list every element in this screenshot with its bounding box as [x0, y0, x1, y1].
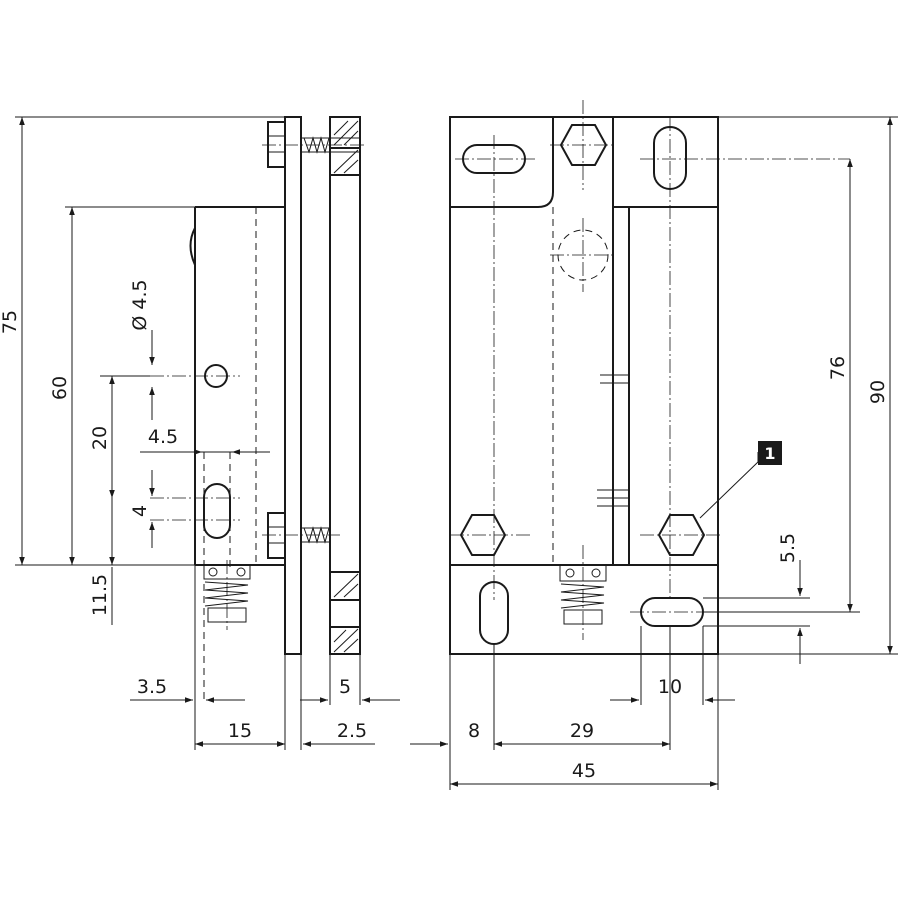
front-view — [449, 100, 850, 655]
dim-slot-length-4: 4 — [129, 505, 151, 517]
dim-front-overall-height-90: 90 — [867, 380, 889, 404]
dim-overall-height-75: 75 — [0, 310, 21, 334]
dim-hole-diameter: Ø 4.5 — [129, 279, 151, 330]
side-hatching — [333, 120, 359, 653]
dim-hole-spacing-20: 20 — [89, 426, 111, 450]
callout-number: 1 — [764, 444, 775, 463]
dim-pin-offset-3.5: 3.5 — [137, 676, 167, 698]
dim-body-depth-15: 15 — [228, 720, 252, 742]
dim-front-slot-offset-5.5: 5.5 — [777, 533, 799, 563]
side-top-bolt — [262, 121, 366, 168]
front-hidden-hole — [550, 218, 616, 292]
side-bottom-bolt — [262, 512, 340, 559]
side-view — [150, 116, 366, 700]
dim-bottom-offset-11.5: 11.5 — [89, 574, 111, 616]
front-outline — [449, 116, 719, 655]
dim-bracket-thickness-5: 5 — [339, 676, 351, 698]
front-slots-bottom — [479, 581, 720, 645]
front-bolt-top — [550, 100, 616, 190]
dim-front-overall-width-45: 45 — [572, 760, 596, 782]
dim-plate-thickness-2.5: 2.5 — [337, 720, 367, 742]
dim-front-edge-offset-8: 8 — [468, 720, 480, 742]
front-dimensions: 90 76 5.5 10 8 29 45 — [410, 116, 898, 790]
callout-badge — [758, 441, 782, 465]
front-bolts-bottom — [450, 514, 720, 556]
dim-slot-width-4.5: 4.5 — [148, 426, 178, 448]
front-slots-top — [455, 117, 850, 600]
front-connector — [559, 545, 607, 640]
side-connector — [203, 560, 251, 630]
front-middle-details — [597, 362, 629, 518]
dim-body-height-60: 60 — [49, 376, 71, 400]
side-bracket — [329, 116, 361, 655]
dim-front-hole-spacing-29: 29 — [570, 720, 594, 742]
callout-1: 1 — [699, 441, 782, 519]
side-mounting-plate — [284, 116, 302, 655]
side-dimensions: 75 60 Ø 4.5 20 4.5 4 11.5 3.5 15 2.5 5 — [0, 116, 400, 750]
dim-front-mounting-height-76: 76 — [827, 356, 849, 380]
